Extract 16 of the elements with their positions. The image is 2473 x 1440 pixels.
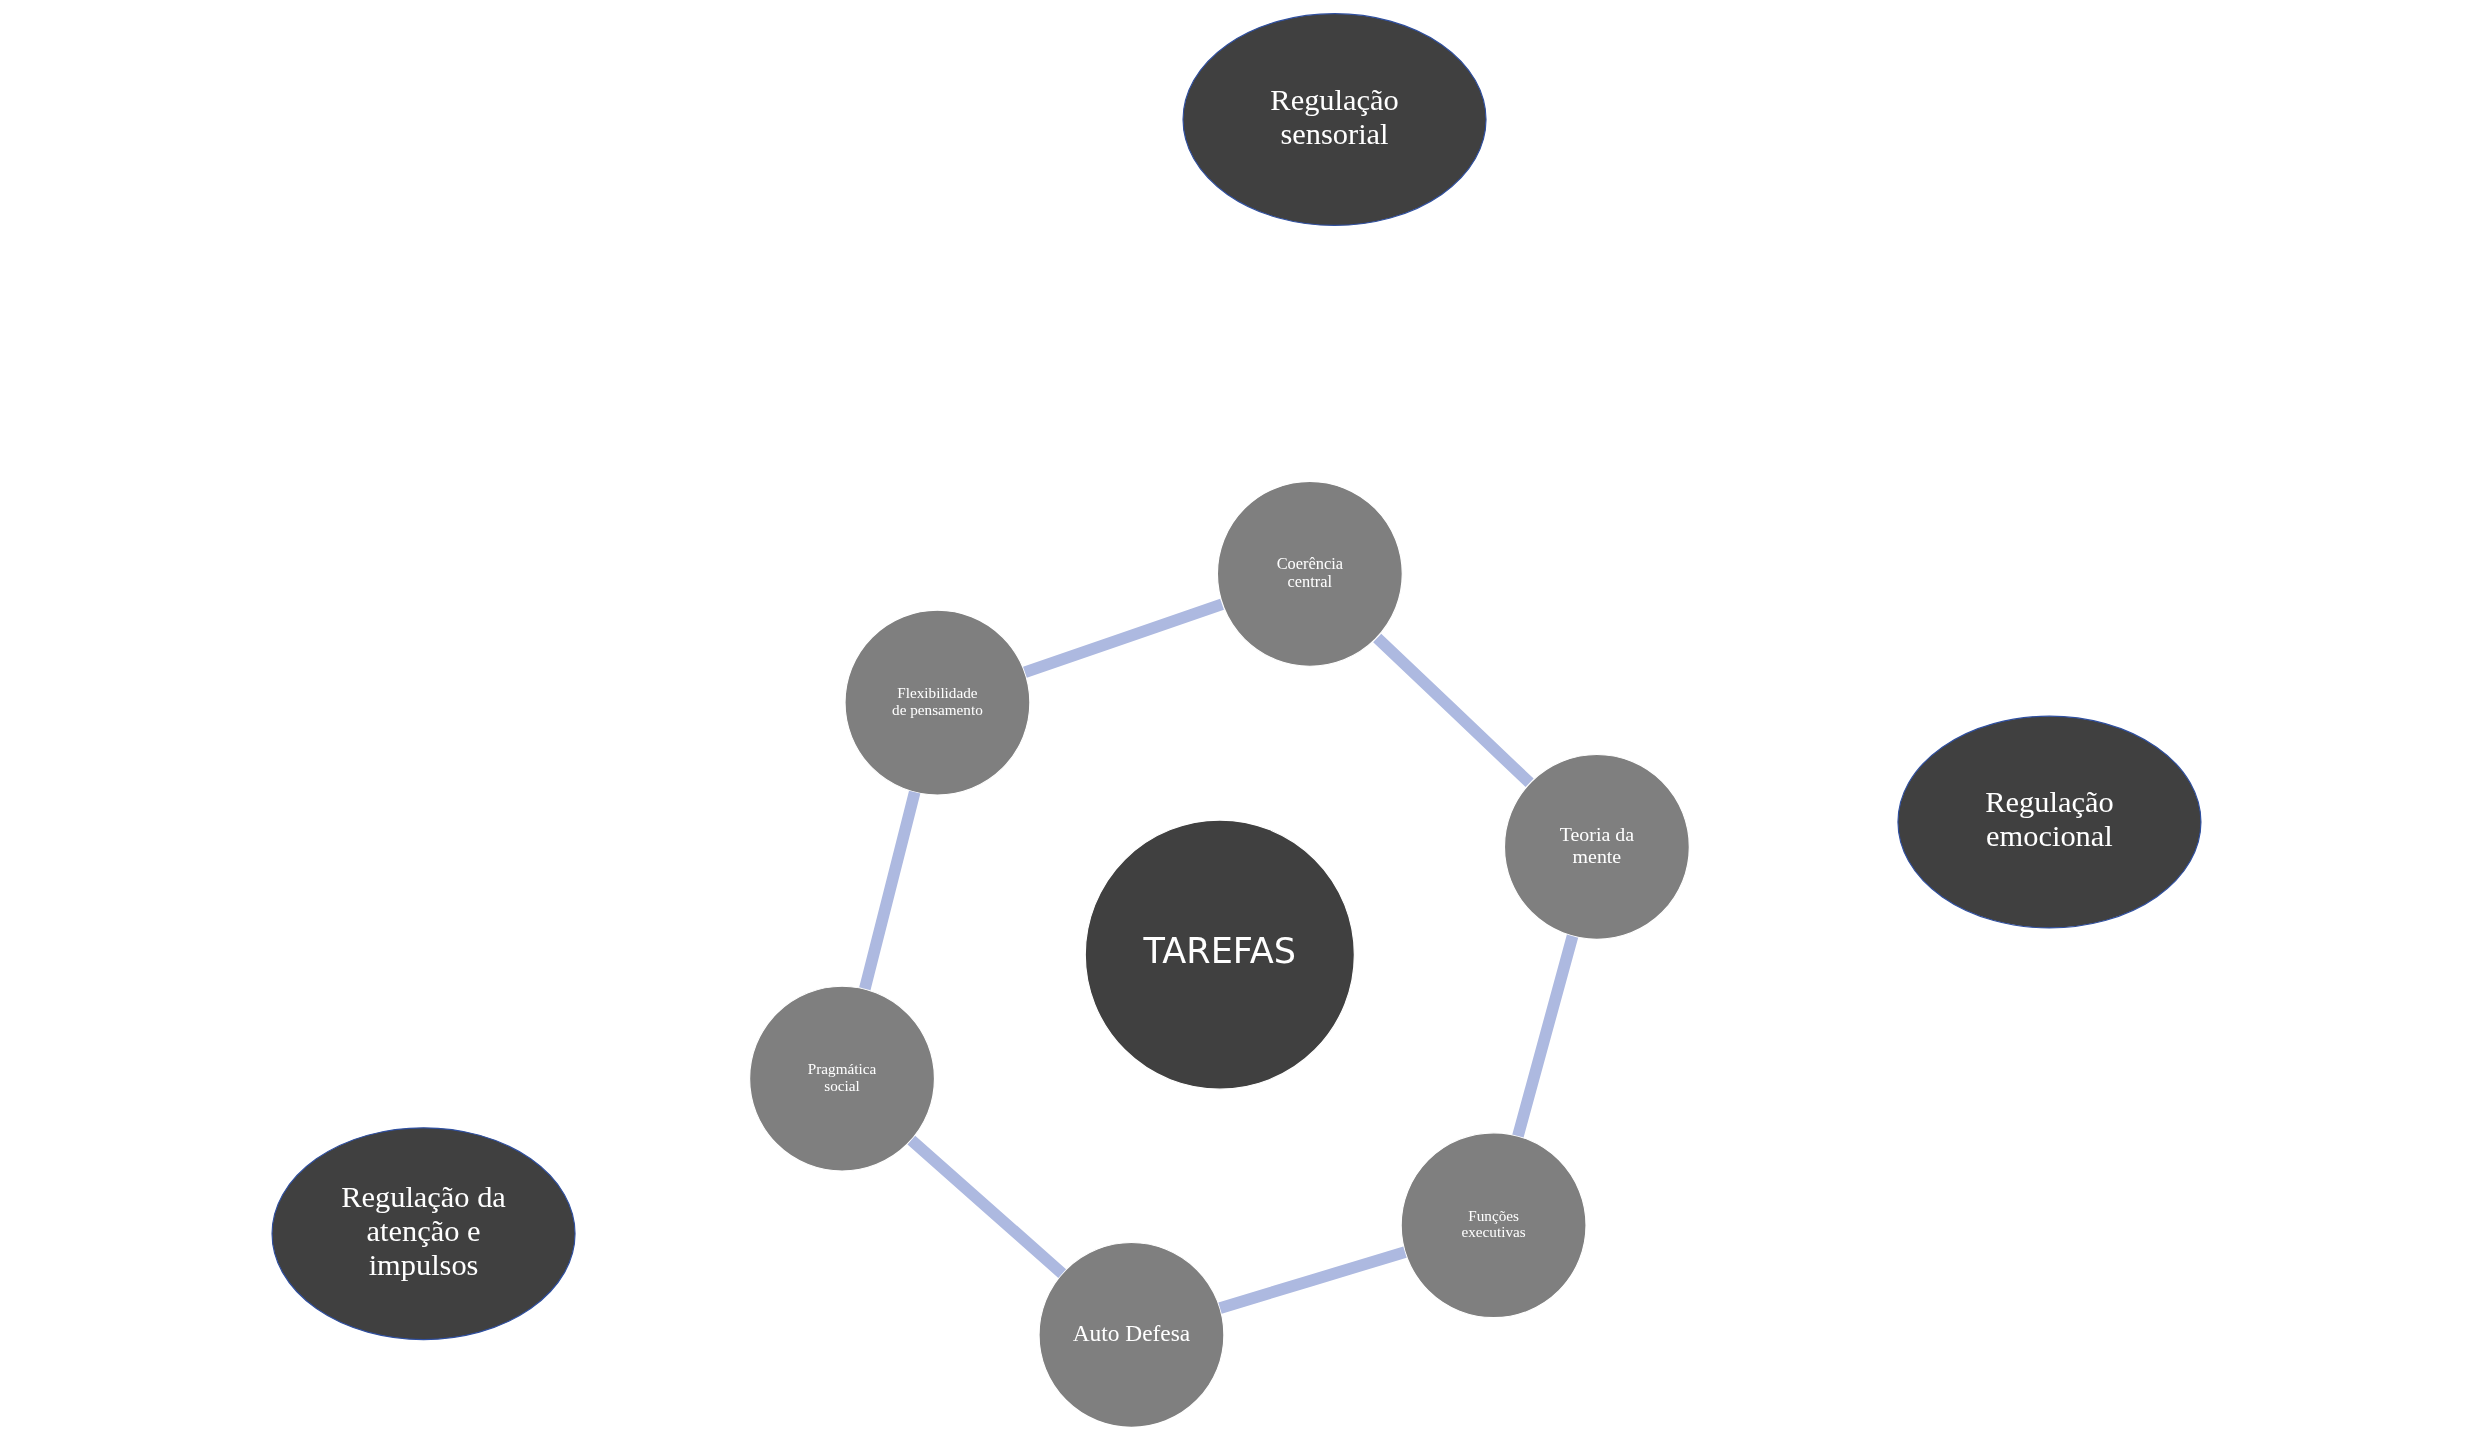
node-ellipse: Regulação da atenção e impulsos (271, 1126, 576, 1340)
node-circle: Funções executivas (1400, 1131, 1587, 1318)
node-circle: Teoria da mente (1503, 753, 1690, 940)
node-ellipse: Regulação sensorial (1182, 12, 1487, 226)
node-circle: Auto Defesa (1038, 1241, 1225, 1428)
node-circle: Coerência central (1216, 480, 1403, 667)
node-ellipse: Regulação emocional (1897, 715, 2202, 928)
connector (1373, 633, 1534, 787)
connector (1512, 934, 1579, 1138)
node-circle: TAREFAS (1084, 819, 1355, 1090)
connector (1023, 598, 1224, 678)
node-circle: Pragmática social (749, 985, 936, 1172)
connector (859, 790, 921, 990)
connector (907, 1135, 1067, 1278)
node-circle: Flexibilidade de pensamento (844, 609, 1031, 796)
connector (1218, 1246, 1407, 1314)
